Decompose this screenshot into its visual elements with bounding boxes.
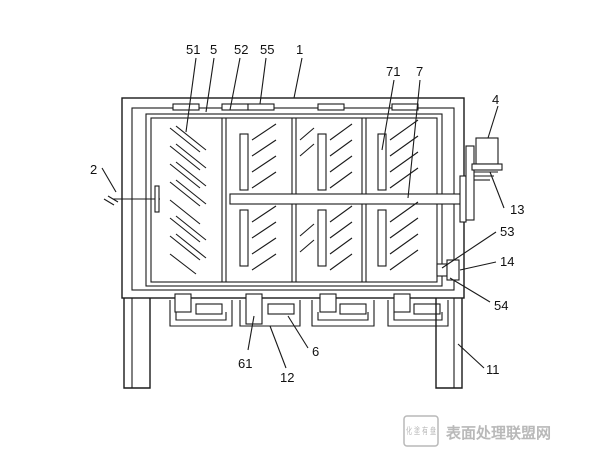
bottom-units <box>169 293 449 327</box>
label-11: 11 <box>486 362 500 377</box>
label-13: 13 <box>510 202 524 217</box>
watermark: 化 塗 有 盘 表面处理联盟网 <box>403 415 551 447</box>
label-12: 12 <box>280 370 294 385</box>
label-1: 1 <box>296 42 303 57</box>
motor <box>471 137 503 181</box>
watermark-logo <box>403 415 439 447</box>
paddle-blades <box>251 119 419 271</box>
watermark-text: 表面处理联盟网 <box>446 424 551 442</box>
label-61: 61 <box>238 356 252 371</box>
label-5: 5 <box>210 42 217 57</box>
watermark-logo-text: 化 塗 有 盘 <box>406 425 436 437</box>
label-71: 71 <box>386 64 400 79</box>
label-2: 2 <box>90 162 97 177</box>
support-legs <box>123 298 463 389</box>
label-14: 14 <box>500 254 514 269</box>
paddles <box>239 133 387 267</box>
label-4: 4 <box>492 92 499 107</box>
outlet-valve <box>436 259 460 281</box>
label-52: 52 <box>234 42 248 57</box>
main-shaft <box>103 145 475 223</box>
label-6: 6 <box>312 344 319 359</box>
label-7: 7 <box>416 64 423 79</box>
blades-section-1 <box>169 125 207 275</box>
reference-labels: 51 5 52 55 1 71 7 4 2 13 53 14 54 61 6 1… <box>90 42 524 385</box>
leader-lines <box>101 57 505 369</box>
label-53: 53 <box>500 224 514 239</box>
label-54: 54 <box>494 298 508 313</box>
label-55: 55 <box>260 42 274 57</box>
label-51: 51 <box>186 42 200 57</box>
top-vents <box>172 103 419 111</box>
